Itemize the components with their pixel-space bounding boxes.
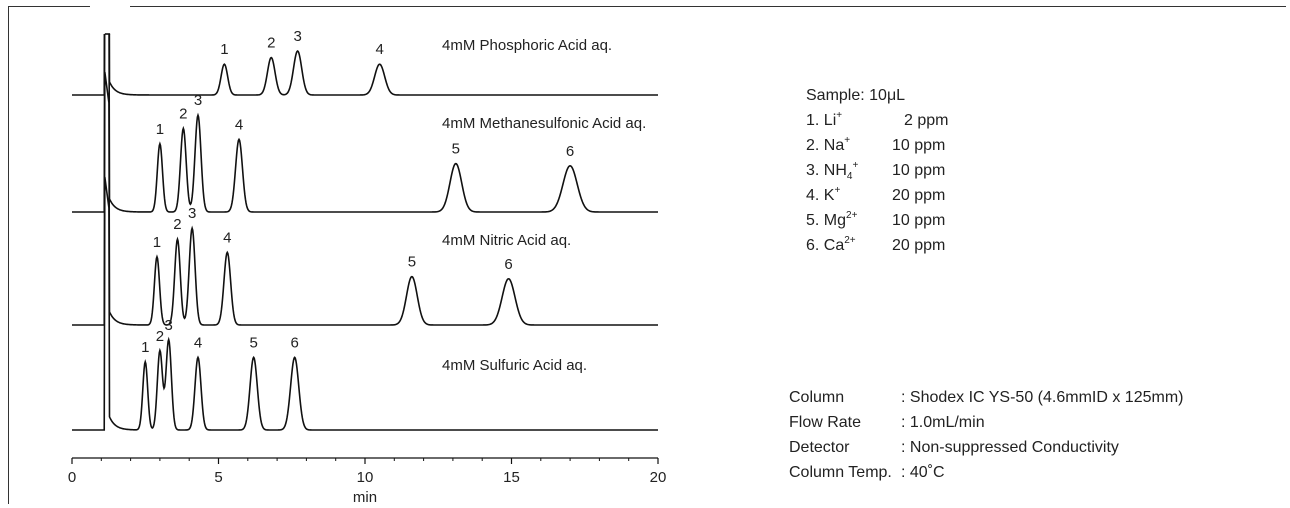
ion-name: 5. Mg2+ (806, 208, 892, 233)
ion-name: 4. K+ (806, 183, 892, 208)
conditions-panel: Column : Shodex IC YS-50 (4.6mmID x 125mm… (789, 385, 1183, 485)
ion-row: 1. Li+2 ppm (806, 108, 948, 133)
condition-row: Column : Shodex IC YS-50 (4.6mmID x 125mm… (789, 385, 1183, 410)
ion-charge: + (844, 134, 851, 146)
ion-charge: + (834, 184, 841, 196)
ion-charge: + (852, 159, 859, 171)
peak-label: 2 (173, 216, 181, 233)
x-tick-label: 20 (650, 469, 667, 486)
peak-label: 6 (291, 334, 299, 351)
x-tick-label: 5 (214, 469, 222, 486)
condition-value: : 1.0mL/min (901, 414, 985, 431)
ion-row: 3. NH4+10 ppm (806, 158, 948, 183)
condition-key: Column (789, 389, 845, 406)
ion-row: 4. K+20 ppm (806, 183, 948, 208)
series-label: 4mM Phosphoric Acid aq. (442, 37, 612, 54)
peak-label: 1 (156, 121, 164, 138)
ion-concentration: 20 ppm (892, 187, 946, 204)
peak-label: 3 (188, 205, 196, 222)
trace-line (72, 0, 658, 96)
ion-concentration: 20 ppm (892, 237, 946, 254)
ion-concentration: 10 ppm (892, 162, 946, 179)
ion-concentration: 2 ppm (904, 112, 949, 129)
ion-name: 2. Na+ (806, 133, 892, 158)
peak-label: 6 (566, 143, 574, 160)
peak-label: 1 (153, 234, 161, 251)
peak-label: 5 (249, 334, 257, 351)
ion-symbol: 4. K (806, 187, 835, 204)
peak-label: 3 (165, 317, 173, 334)
peak-label: 3 (194, 92, 202, 109)
ion-concentration: 10 ppm (892, 137, 946, 154)
ion-charge: 2+ (846, 209, 858, 221)
ion-row: 6. Ca2+20 ppm (806, 233, 948, 258)
ion-charge: 2+ (844, 234, 856, 246)
trace-line (72, 71, 658, 326)
trace-line (72, 0, 658, 213)
series-label: 4mM Nitric Acid aq. (442, 232, 571, 249)
peak-label: 2 (156, 328, 164, 345)
peak-label: 5 (408, 254, 416, 271)
series-label: 4mM Sulfuric Acid aq. (442, 357, 587, 374)
ion-row: 2. Na+10 ppm (806, 133, 948, 158)
peak-label: 2 (179, 105, 187, 122)
condition-value: : Shodex IC YS-50 (4.6mmID x 125mm) (901, 389, 1184, 406)
ion-name: 1. Li+ (806, 108, 892, 133)
x-axis-label: min (353, 489, 377, 506)
ion-symbol: 5. Mg (806, 212, 847, 229)
x-tick-label: 0 (68, 469, 76, 486)
peak-label: 2 (267, 35, 275, 52)
peak-label: 6 (504, 256, 512, 273)
peak-label: 4 (194, 334, 202, 351)
condition-row: Column Temp. : 40˚C (789, 460, 1183, 485)
ion-concentration: 10 ppm (892, 212, 946, 229)
trace-line (72, 176, 658, 431)
ion-symbol: 6. Ca (806, 237, 845, 254)
x-tick-label: 15 (503, 469, 520, 486)
figure-frame (8, 6, 1286, 504)
condition-value: : Non-suppressed Conductivity (901, 439, 1119, 456)
condition-key: Flow Rate (789, 414, 862, 431)
peak-label: 4 (235, 116, 243, 133)
ion-symbol: 1. Li (806, 112, 837, 129)
condition-key: Column Temp. (789, 464, 892, 481)
peak-label: 1 (141, 339, 149, 356)
ion-name: 3. NH4+ (806, 158, 892, 183)
peak-label: 4 (223, 229, 231, 246)
ion-charge: + (836, 109, 843, 121)
ion-subscript: 4 (846, 171, 853, 183)
spike-mask (90, 0, 130, 34)
ion-symbol: 3. NH (806, 162, 847, 179)
ion-row: 5. Mg2+10 ppm (806, 208, 948, 233)
condition-row: Detector : Non-suppressed Conductivity (789, 435, 1183, 460)
condition-value: : 40˚C (901, 464, 945, 481)
ion-symbol: 2. Na (806, 137, 845, 154)
condition-row: Flow Rate : 1.0mL/min (789, 410, 1183, 435)
sample-title: Sample: 10μL (806, 87, 906, 104)
series-label: 4mM Methanesulfonic Acid aq. (442, 115, 646, 132)
peak-label: 5 (452, 141, 460, 158)
x-tick-label: 10 (357, 469, 374, 486)
peak-label: 4 (375, 41, 383, 58)
ion-name: 6. Ca2+ (806, 233, 892, 258)
condition-key: Detector (789, 439, 850, 456)
peak-label: 3 (293, 28, 301, 45)
peak-label: 1 (220, 41, 228, 58)
